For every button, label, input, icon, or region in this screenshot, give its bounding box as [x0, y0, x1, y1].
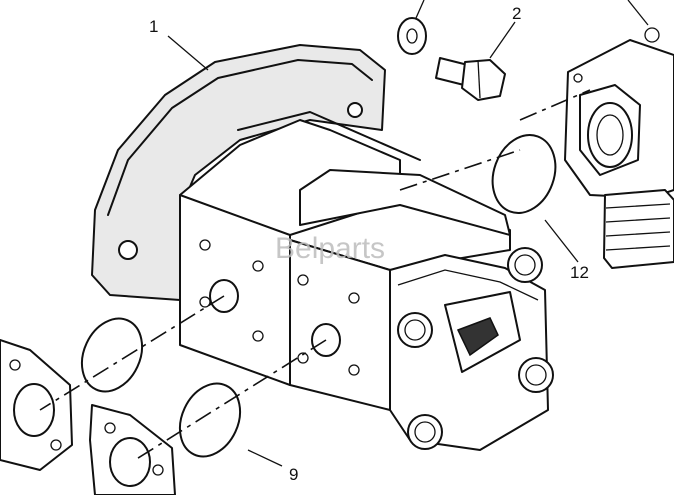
o-ring-12: [491, 134, 557, 214]
assembly-centerlines: [39, 89, 591, 461]
flange-fitting-lower: [89, 404, 176, 495]
callout-9: 9: [289, 465, 298, 484]
cover-bolt: [507, 247, 543, 283]
flange-fitting-upper: [0, 339, 73, 471]
pump-front-section: [289, 169, 511, 411]
watermark: Belparts: [275, 232, 385, 265]
o-ring-9-upper: [80, 317, 144, 393]
leader-lines: [167, 0, 649, 467]
callout-12: 12: [570, 263, 589, 282]
o-ring-9-lower: [178, 382, 242, 458]
washer-top: [397, 17, 427, 55]
cover-bolt: [407, 414, 443, 450]
cover-bolt: [518, 357, 554, 393]
mounting-flange: [91, 44, 386, 301]
callout-1: 1: [149, 17, 158, 36]
hex-bolt: [435, 57, 506, 101]
pump-end-cover: [389, 247, 554, 451]
cover-bolt: [397, 312, 433, 348]
elbow-fitting: [564, 27, 674, 269]
callout-2: 2: [512, 4, 521, 23]
